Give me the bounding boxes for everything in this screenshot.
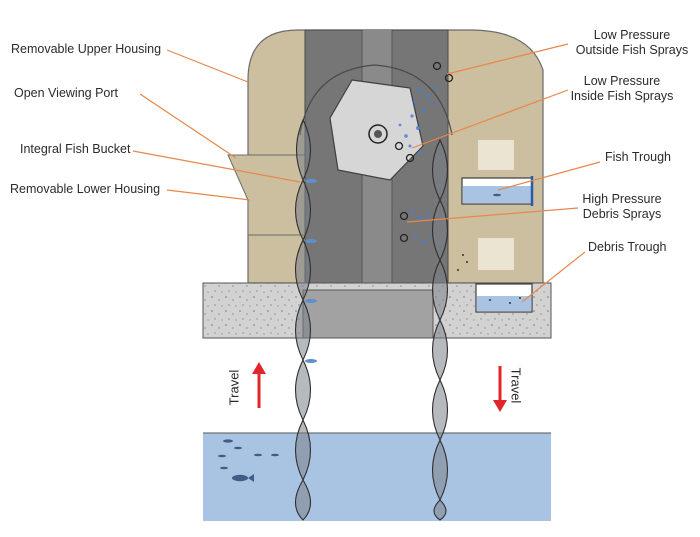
label-integral-fish-bucket: Integral Fish Bucket: [20, 142, 131, 156]
fish-bucket-water-left: [305, 179, 317, 363]
fish-icons: [218, 439, 279, 482]
head-sprocket: [329, 79, 424, 181]
label-lp-outside-line2: Outside Fish Sprays: [575, 43, 689, 57]
spray-mist: [398, 86, 438, 244]
label-lp-inside-sprays: Low Pressure Inside Fish Sprays: [566, 74, 678, 104]
housing-panel-upper: [478, 140, 514, 170]
deck-opening: [302, 289, 434, 339]
label-lp-outside-line1: Low Pressure: [593, 28, 671, 42]
water-channel: [203, 433, 551, 521]
label-hp-debris-line2: Debris Sprays: [582, 207, 662, 221]
label-removable-lower-housing: Removable Lower Housing: [10, 182, 161, 196]
label-travel-up: Travel: [226, 369, 242, 406]
sprocket-hub: [368, 124, 388, 144]
label-removable-upper-housing: Removable Upper Housing: [11, 42, 162, 56]
bucket-chain-left: [294, 118, 312, 521]
bucket-chain-right: [432, 138, 448, 521]
label-hp-debris-sprays: High Pressure Debris Sprays: [574, 192, 670, 222]
label-open-viewing-port: Open Viewing Port: [14, 86, 118, 100]
travel-down-arrow: [493, 366, 507, 412]
label-debris-trough: Debris Trough: [588, 240, 667, 254]
label-lp-inside-line2: Inside Fish Sprays: [570, 89, 674, 103]
label-travel-down: Travel: [508, 367, 524, 404]
label-fish-trough: Fish Trough: [605, 150, 672, 164]
debris-trough-water: [477, 296, 531, 311]
label-lp-inside-line1: Low Pressure: [583, 74, 661, 88]
leader-lines: [132, 43, 601, 303]
sprocket-axle: [374, 130, 382, 138]
label-lp-outside-sprays: Low Pressure Outside Fish Sprays: [572, 28, 692, 58]
open-viewing-port: [227, 154, 306, 236]
sprocket-guard: [299, 64, 453, 136]
housing-panel-lower: [478, 238, 514, 270]
spray-nozzles: [394, 61, 454, 243]
debris-bits: [457, 254, 521, 304]
label-hp-debris-line1: High Pressure: [582, 192, 662, 206]
travel-up-arrow: [252, 362, 266, 408]
